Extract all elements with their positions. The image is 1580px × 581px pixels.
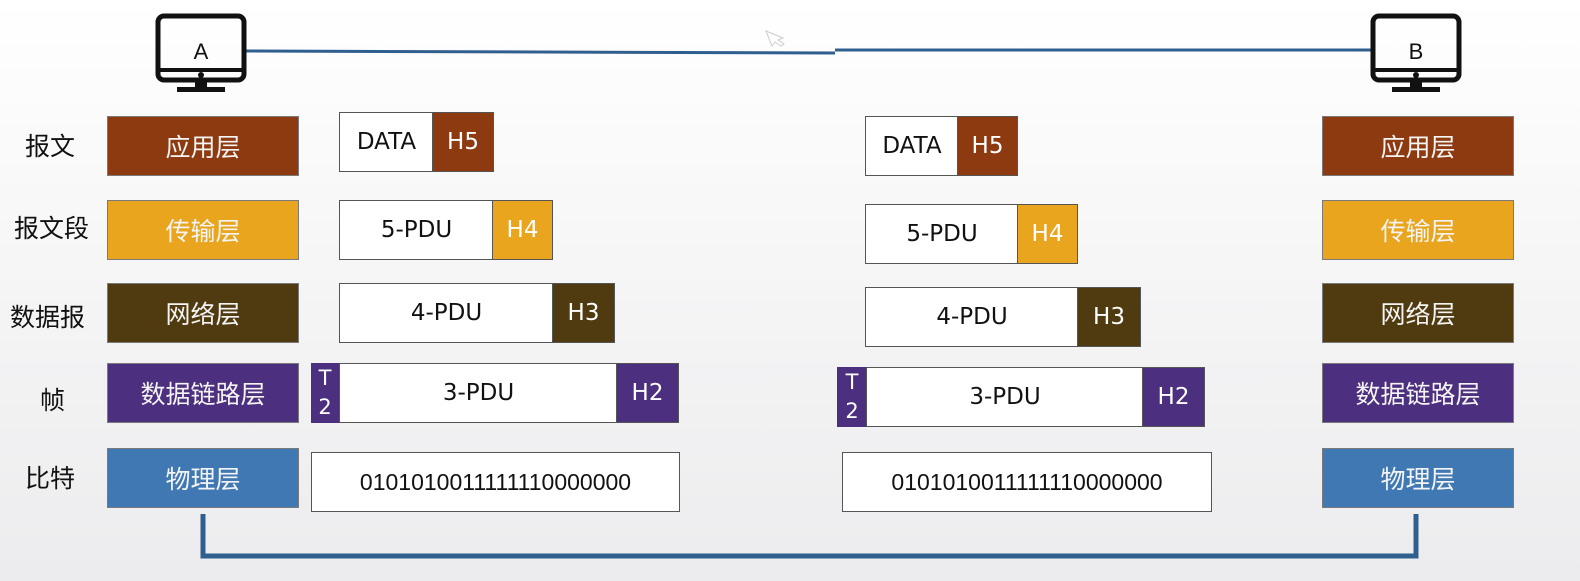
right-datalink-data: 3-PDU (866, 367, 1144, 427)
top-link-line (242, 49, 836, 55)
right-physical-bits: 0101010011111110000000 (842, 452, 1212, 512)
right-layer-transport: 传输层 (1322, 200, 1514, 260)
left-app-data: DATA (339, 112, 434, 172)
left-transport-header: H4 (492, 200, 553, 260)
left-layer-transport: 传输层 (107, 200, 299, 260)
right-datalink-trailer: T 2 (837, 367, 867, 427)
left-network-header: H3 (552, 283, 615, 343)
left-trailer-t: T (318, 366, 332, 390)
right-layer-physical: 物理层 (1322, 448, 1514, 508)
pdu-label-segment: 报文段 (14, 214, 90, 243)
left-network-data: 4-PDU (339, 283, 554, 343)
left-transport-data: 5-PDU (339, 200, 494, 260)
left-layer-physical: 物理层 (107, 448, 299, 508)
left-trailer-2: 2 (318, 395, 332, 419)
right-transport-data: 5-PDU (865, 204, 1019, 264)
right-trailer-t: T (845, 370, 859, 394)
computer-b-icon: B (1370, 13, 1462, 92)
left-layer-application: 应用层 (107, 116, 299, 176)
host-b-label: B (1409, 39, 1424, 64)
right-layer-network: 网络层 (1322, 283, 1514, 343)
right-layer-datalink: 数据链路层 (1322, 363, 1514, 423)
right-trailer-2: 2 (845, 399, 859, 423)
bottom-physical-link (200, 514, 1419, 559)
left-datalink-header: H2 (616, 363, 679, 423)
pdu-label-message: 报文 (25, 132, 76, 161)
right-app-header: H5 (957, 116, 1018, 176)
right-network-data: 4-PDU (865, 287, 1079, 347)
right-transport-header: H4 (1017, 204, 1078, 264)
left-physical-bits: 0101010011111110000000 (311, 452, 680, 512)
pdu-label-datagram: 数据报 (10, 303, 86, 332)
left-app-header: H5 (432, 112, 494, 172)
left-layer-datalink: 数据链路层 (107, 363, 299, 423)
pdu-label-bit: 比特 (25, 464, 76, 493)
host-a-label: A (194, 39, 209, 64)
computer-a-icon: A (155, 13, 247, 92)
cursor-arrow-icon (765, 30, 785, 48)
right-network-header: H3 (1077, 287, 1141, 347)
left-datalink-trailer: T 2 (311, 363, 339, 423)
left-layer-network: 网络层 (107, 283, 299, 343)
right-layer-application: 应用层 (1322, 116, 1514, 176)
left-datalink-data: 3-PDU (339, 363, 618, 423)
right-app-data: DATA (865, 116, 959, 176)
right-datalink-header: H2 (1142, 367, 1205, 427)
pdu-label-frame: 帧 (40, 386, 66, 415)
